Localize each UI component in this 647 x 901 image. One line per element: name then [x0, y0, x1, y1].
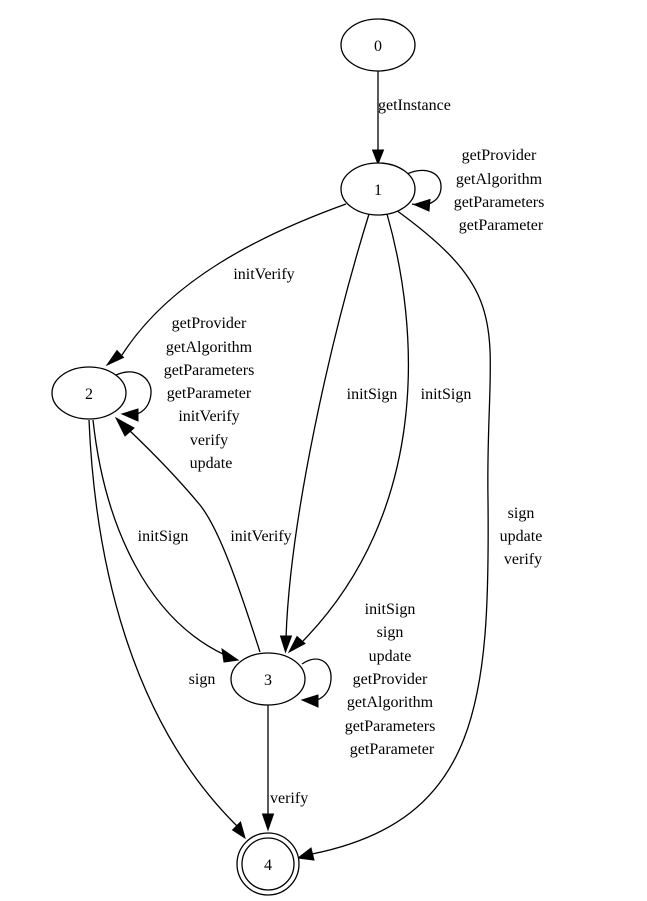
edge-label: initSign sign update getProvider getAlgo…: [345, 601, 440, 758]
edge-label: initSign: [421, 386, 472, 403]
state-node-1: 1: [340, 162, 416, 216]
edge-2-to-4: sign: [88, 419, 246, 840]
edge-label: verify: [270, 790, 308, 807]
edge-2-to-3: initSign: [92, 419, 240, 663]
edge-3-to-2: initVerify: [114, 416, 292, 653]
edge-0-to-1: getInstance: [371, 70, 451, 166]
edge-1-to-3-right: initSign: [287, 213, 472, 654]
state-label: 2: [85, 386, 93, 403]
edge-label: sign: [189, 671, 216, 688]
state-node-2: 2: [51, 366, 127, 420]
edge-label: getProvider getAlgorithm getParameters g…: [454, 147, 549, 234]
edge-1-self-loop: getProvider getAlgorithm getParameters g…: [406, 147, 549, 234]
edge-label: getProvider getAlgorithm getParameters g…: [164, 315, 259, 472]
edges: getInstance getProvider getAlgorithm get…: [88, 70, 549, 861]
edge-label: initVerify: [233, 266, 294, 283]
edge-label: initVerify: [230, 528, 291, 545]
edge-label: initSign: [138, 528, 189, 545]
edge-1-to-2: initVerify: [105, 203, 347, 367]
edge-1-to-3-left: initSign: [279, 213, 398, 654]
edge-3-to-4: verify: [261, 704, 308, 832]
nodes: 0 1 2 3 4: [51, 18, 416, 896]
edge-label: sign update verify: [500, 505, 547, 568]
edge-3-self-loop: initSign sign update getProvider getAlgo…: [300, 601, 440, 758]
state-node-3: 3: [230, 652, 306, 706]
state-node-4-final: 4: [236, 832, 300, 896]
state-label: 4: [264, 857, 272, 874]
edge-1-to-4: sign update verify: [296, 209, 547, 861]
state-label: 3: [264, 672, 272, 689]
edge-2-self-loop: getProvider getAlgorithm getParameters g…: [113, 315, 259, 472]
edge-label: initSign: [347, 386, 398, 403]
state-label: 0: [374, 38, 382, 55]
edge-label: getInstance: [378, 97, 451, 114]
state-label: 1: [374, 182, 382, 199]
state-node-0: 0: [340, 18, 416, 72]
